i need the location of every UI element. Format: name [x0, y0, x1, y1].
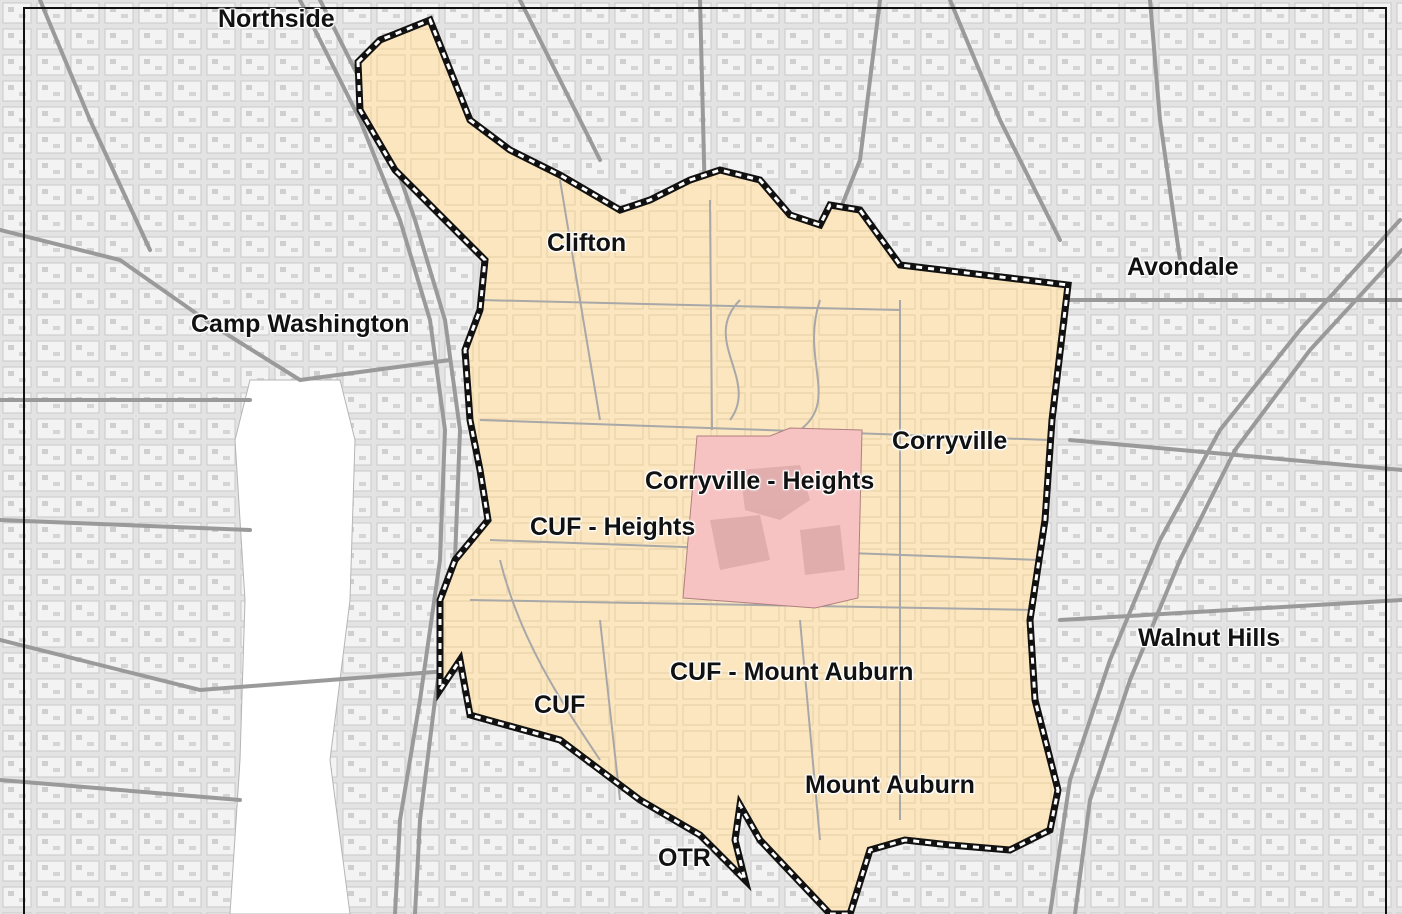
label-camp-washington: Camp Washington [191, 310, 410, 338]
label-clifton: Clifton [547, 229, 627, 257]
label-avondale: Avondale [1127, 253, 1239, 281]
core-area [682, 427, 863, 609]
label-otr: OTR [658, 844, 711, 872]
label-northside: Northside [218, 5, 335, 33]
label-cuf-heights: CUF - Heights [530, 513, 696, 541]
river-corridor [229, 379, 356, 914]
label-cuf: CUF [534, 691, 586, 719]
map-frame [23, 7, 1387, 914]
label-walnut-hills: Walnut Hills [1138, 624, 1281, 652]
label-corryville-heights: Corryville - Heights [645, 467, 875, 495]
label-corryville: Corryville [892, 427, 1008, 455]
core-buildings [710, 465, 845, 575]
label-mount-auburn: Mount Auburn [805, 771, 975, 799]
label-cuf-mount-auburn: CUF - Mount Auburn [670, 658, 914, 686]
study-boundary-dash [356, 18, 1070, 914]
